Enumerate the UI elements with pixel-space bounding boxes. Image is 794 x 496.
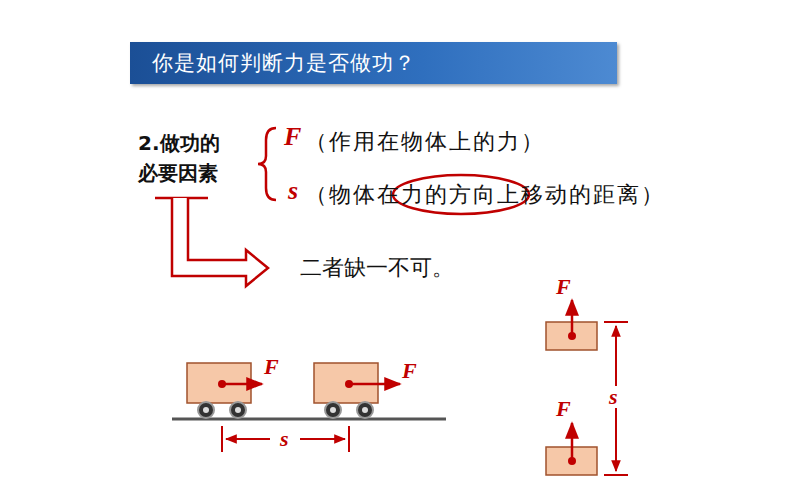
cart — [314, 363, 400, 418]
distance-symbol: s — [288, 178, 298, 204]
factor-heading: 2.做功的 必要因素 — [138, 128, 238, 188]
definition: （物体在力的方向上移动的距离） — [305, 181, 665, 210]
force-label: F — [264, 356, 279, 378]
force-label: F — [556, 398, 571, 420]
block — [546, 423, 597, 475]
brace — [258, 128, 276, 200]
dimension-line — [604, 322, 628, 475]
hollow-arrow — [172, 198, 268, 286]
block — [546, 300, 597, 350]
title-band: 你是如何判断力是否做功？ — [130, 42, 617, 84]
definition: （作用在物体上的力） — [305, 128, 545, 157]
distance-label: s — [607, 386, 620, 408]
cart — [187, 363, 262, 418]
distance-label: s — [280, 428, 289, 450]
ground — [172, 418, 446, 421]
force-label: F — [556, 276, 571, 298]
conclusion: 二者缺一不可。 — [300, 254, 454, 283]
slide-title: 你是如何判断力是否做功？ — [152, 49, 416, 77]
dimension-line — [222, 426, 349, 452]
force-symbol: F — [284, 124, 301, 150]
force-label: F — [402, 360, 417, 382]
